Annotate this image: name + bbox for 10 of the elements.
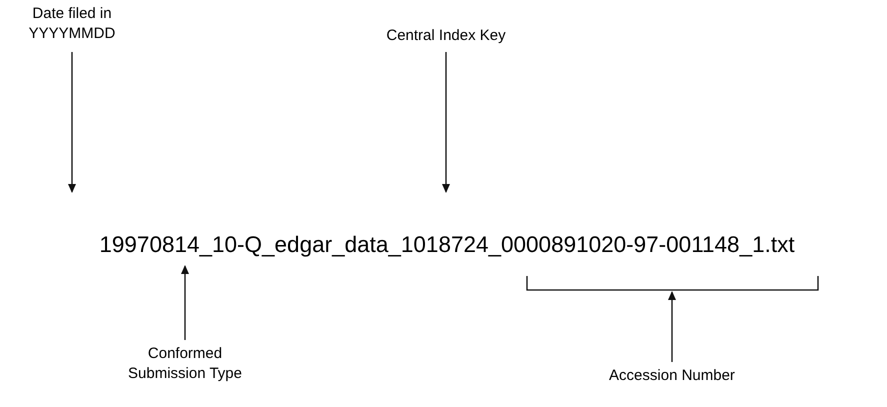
arrow	[668, 291, 676, 362]
file-name: 19970814_10-Q_edgar_data_1018724_0000891020-97-001148_1.txt	[99, 232, 795, 257]
bracket	[526, 276, 819, 291]
annotation-label: Date filed in YYYYMMDD	[28, 5, 116, 42]
annotation-label: Accession Number	[609, 367, 735, 384]
arrow	[68, 52, 76, 193]
annotation-label: Conformed Submission Type	[128, 345, 242, 382]
annotation-label: Central Index Key	[386, 27, 506, 44]
arrow	[181, 265, 189, 340]
arrow	[442, 52, 450, 193]
